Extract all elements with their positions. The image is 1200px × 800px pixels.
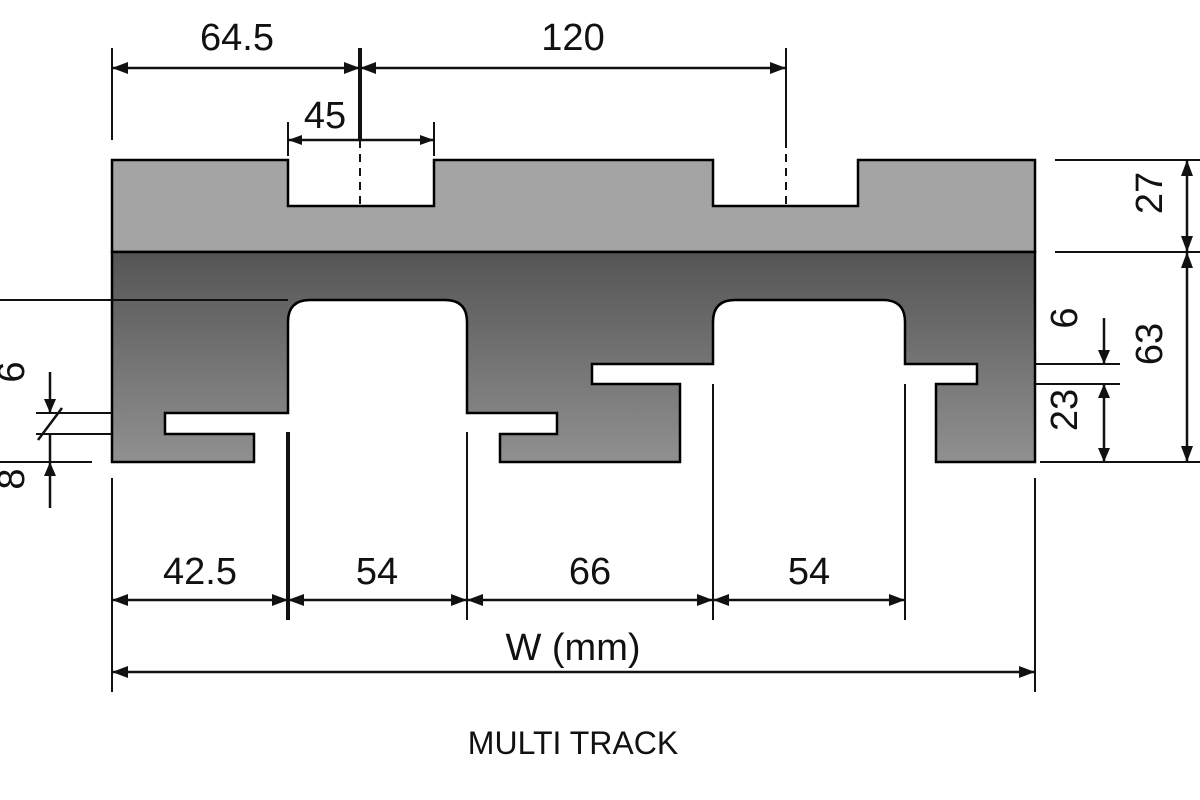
dim-left-slot-height: 6 [0,361,33,382]
dim-bottom-channel-1: 54 [356,551,398,593]
dim-bottom-left: 42.5 [163,551,237,593]
dim-total-height: 63 [1129,323,1171,365]
dim-left-lower-height: 8 [0,468,33,489]
drawing-caption: MULTI TRACK [468,725,678,761]
track-body-profile [110,250,1037,464]
dim-top-pitch: 120 [541,17,604,59]
dim-top-left-offset: 64.5 [200,17,274,59]
dim-overall-width: W (mm) [505,627,640,669]
dim-tick-left-slot [37,407,63,441]
dim-bottom-channel-2: 54 [788,551,830,593]
dim-cover-height: 27 [1129,172,1171,214]
dim-top-notch-width: 45 [304,95,346,137]
dim-right-slot-height: 6 [1044,307,1086,328]
dim-right-lower-height: 23 [1044,389,1086,431]
cover-profile [110,158,1037,254]
dim-bottom-middle: 66 [569,551,611,593]
